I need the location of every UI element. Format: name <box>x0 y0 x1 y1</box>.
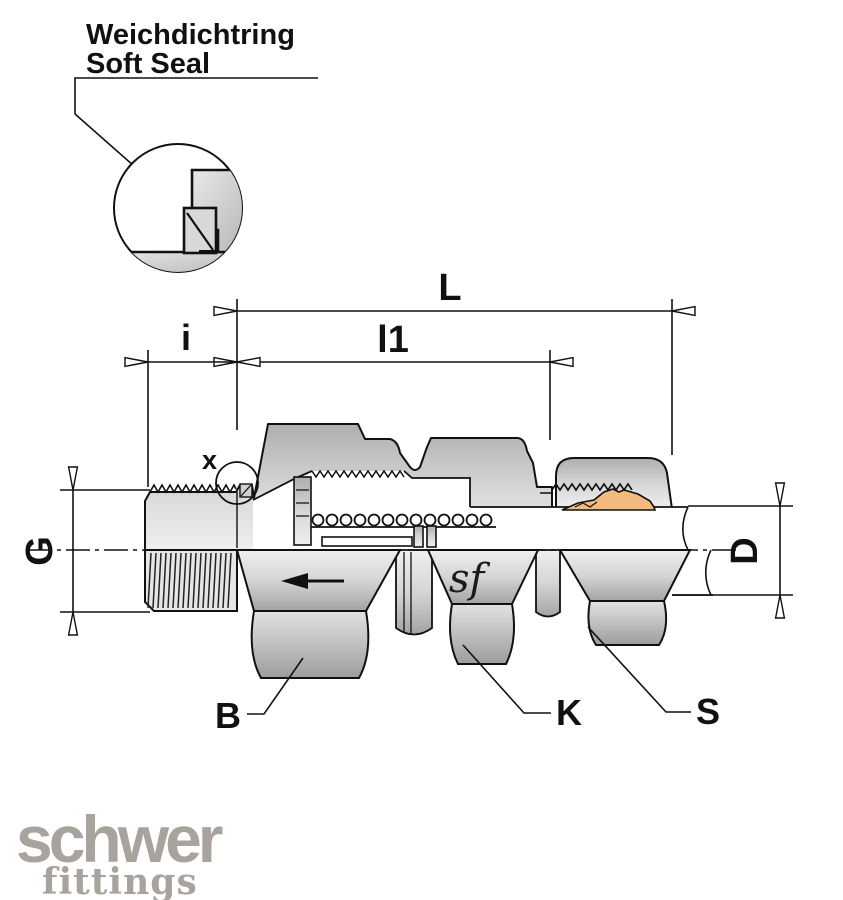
body-thread-stub-bottom <box>535 549 561 618</box>
valve-poppet-stem <box>293 476 312 546</box>
x-detail-label: x <box>202 445 217 475</box>
neck-between-hexes <box>395 549 433 636</box>
thread-hatch-lines <box>147 552 232 609</box>
hex-s-lower-facet <box>587 600 668 646</box>
detail-seal-section-line <box>186 212 214 251</box>
callout-leaders <box>247 626 691 715</box>
brand-logo: schwer fittings <box>16 802 227 900</box>
dim-label-l1: l1 <box>377 319 409 361</box>
callout-label-B: B <box>215 695 241 736</box>
brand-sub: fittings <box>42 861 198 900</box>
dim-label-G: G <box>19 536 61 566</box>
leader-S <box>587 626 691 713</box>
dimension-lines <box>60 299 793 636</box>
fitting-exterior-bottom: sf <box>144 549 692 679</box>
soft-seal-section-line <box>240 484 252 497</box>
x-detail-circle <box>215 461 259 505</box>
hex-b-lower-facet <box>250 610 370 679</box>
poppet-guide-fin-2 <box>426 525 437 548</box>
tube-top-half <box>470 507 688 550</box>
valve-spring <box>311 513 493 527</box>
sf-body-logo: sf <box>449 556 491 602</box>
neck-edge-lines <box>403 552 412 634</box>
detail-circle-view <box>113 143 243 273</box>
ferrule-bite-lines <box>574 501 598 508</box>
poppet-disc <box>321 536 413 547</box>
soft-seal-label-en: Soft Seal <box>86 48 210 80</box>
dim-label-D: D <box>724 537 766 564</box>
tube-break-curve-bottom <box>704 549 712 596</box>
hex-k-lower-facet <box>449 603 515 665</box>
hex-s-mid-facet <box>558 549 692 602</box>
flow-direction-arrow-icon <box>281 573 344 589</box>
leader-K <box>462 644 551 714</box>
callout-label-K: K <box>556 692 582 733</box>
brand-name: schwer <box>16 802 223 876</box>
male-thread-crest-right <box>540 482 633 494</box>
annotation-underline <box>74 77 318 114</box>
fitting-section-top: x <box>144 423 713 596</box>
tube-break-curve-top <box>681 506 689 551</box>
poppet-guide-fin-1 <box>413 525 424 548</box>
soft-seal-label-de: Weichdichtring <box>86 19 295 51</box>
callout-label-S: S <box>696 691 720 732</box>
poppet-groove-lines <box>296 489 309 517</box>
dim-label-i: i <box>181 317 191 358</box>
soft-seal-annotation: Weichdichtring Soft Seal <box>74 19 318 231</box>
dim-label-L: L <box>438 267 461 309</box>
leader-B <box>247 657 304 715</box>
male-thread-crest-left <box>149 483 237 494</box>
internal-thread-crest <box>311 469 405 479</box>
